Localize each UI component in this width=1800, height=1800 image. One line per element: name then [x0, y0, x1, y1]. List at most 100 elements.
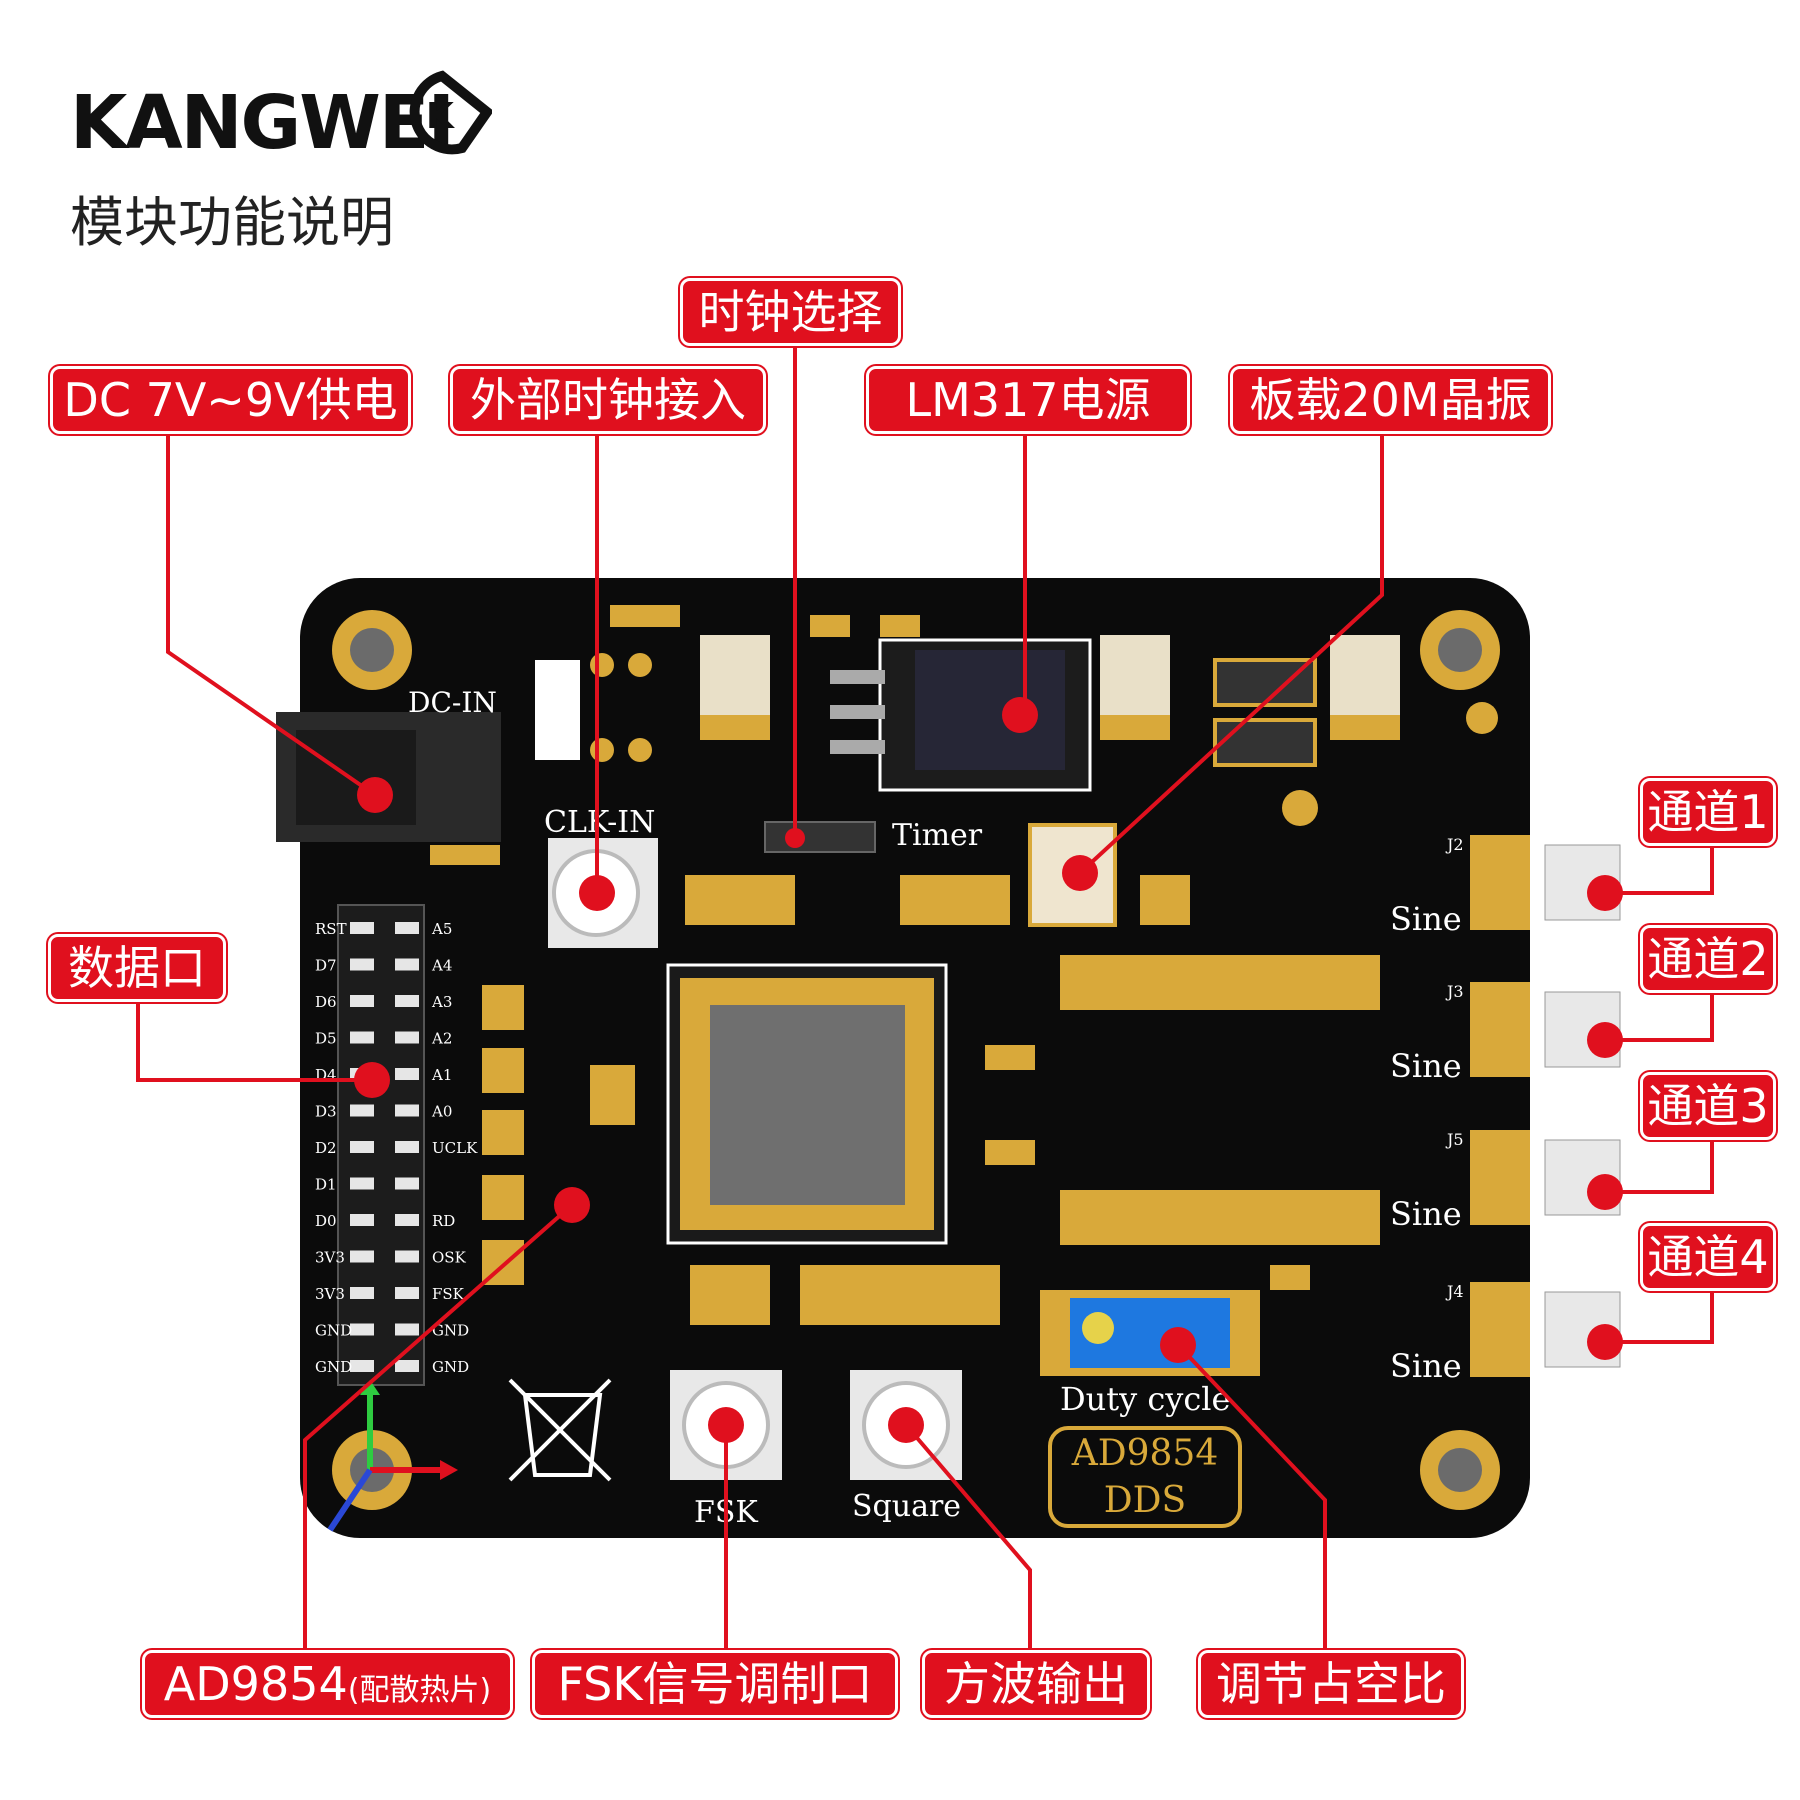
clock-select-jumper — [764, 821, 876, 853]
header-pin — [350, 995, 374, 1007]
sine-output-pad — [1470, 1130, 1530, 1225]
header-left-label: GND — [315, 1322, 352, 1340]
header-right-label: A2 — [431, 1030, 452, 1048]
connector-label: J5 — [1445, 1130, 1464, 1149]
header-left-label: RST — [315, 920, 347, 938]
silk-sine: Sine — [1390, 1347, 1462, 1385]
page-subtitle: 模块功能说明 — [70, 191, 394, 254]
header-pin — [350, 922, 374, 934]
header-left-label: D5 — [315, 1030, 337, 1048]
sine-output-pad — [1470, 982, 1530, 1077]
header-pin — [350, 958, 374, 971]
header-left-label: D6 — [315, 993, 337, 1011]
callout-channel-2: 通道2 — [1640, 925, 1776, 993]
header-pin — [395, 1068, 419, 1080]
capacitor-rows — [685, 875, 1380, 1325]
header-right-label: A4 — [431, 957, 452, 975]
callout-external-clock: 外部时钟接入 — [450, 366, 766, 434]
header-pin — [395, 1141, 419, 1153]
header-pin — [395, 1214, 419, 1226]
header-right-label: FSK — [432, 1285, 465, 1303]
header-left-label: D3 — [315, 1103, 337, 1121]
header-left-label: D1 — [315, 1176, 337, 1194]
mounting-holes — [332, 610, 1500, 1510]
brand-logo: KANGWEI — [70, 80, 455, 166]
callout-crystal: 板载20M晶振 — [1230, 366, 1551, 434]
header-pin — [395, 958, 419, 971]
callout-ad9854-main: AD9854 — [163, 1657, 348, 1711]
callout-fsk: FSK信号调制口 — [532, 1650, 898, 1718]
ad9854-chip — [666, 963, 948, 1245]
header-pin — [350, 1323, 374, 1336]
weee-bin-icon — [508, 1378, 612, 1482]
header-pin — [395, 995, 419, 1007]
header-left-label: GND — [315, 1358, 352, 1376]
chip-logo-line2: DDS — [1104, 1480, 1186, 1521]
header-right-label: A1 — [431, 1066, 452, 1084]
silk-sine: Sine — [1390, 1195, 1462, 1233]
header-left-label: D0 — [315, 1212, 337, 1230]
connector-label: J3 — [1445, 982, 1464, 1001]
header-right-label: OSK — [432, 1249, 467, 1267]
header-right-label: GND — [432, 1322, 469, 1340]
header-pin — [395, 922, 419, 934]
silk-square: Square — [852, 1489, 961, 1524]
header-pin — [350, 1214, 374, 1226]
header-pin — [350, 1360, 374, 1372]
header-left-label: D7 — [315, 957, 337, 975]
silk-clk-in: CLK-IN — [544, 805, 655, 840]
brand-text: KANGWEI — [70, 80, 455, 166]
header-left-label: 3V3 — [315, 1285, 345, 1303]
chip-logo-line1: AD9854 — [1071, 1433, 1218, 1474]
callout-channel-1: 通道1 — [1640, 778, 1776, 846]
callout-square-output: 方波输出 — [922, 1650, 1150, 1718]
header-right-label: A3 — [431, 993, 452, 1011]
top-components — [535, 605, 1498, 826]
header-pin — [350, 1250, 374, 1263]
header-pin — [395, 1104, 419, 1117]
header-right-label: A5 — [431, 920, 452, 938]
connector-label: J4 — [1445, 1282, 1464, 1301]
callout-dots — [354, 697, 1623, 1443]
header-right-label: A0 — [431, 1103, 452, 1121]
brand-mark-icon: K — [409, 70, 492, 155]
header-left-label: 3V3 — [315, 1249, 345, 1267]
callout-lines — [136, 310, 1714, 1660]
callout-ad9854-note: (配散热片) — [347, 1673, 492, 1708]
axis-arrows-icon — [327, 1380, 458, 1532]
header-pin — [350, 1141, 374, 1153]
header-pin — [395, 1287, 419, 1299]
sine-output-pad — [1470, 1282, 1530, 1377]
resistor-networks — [482, 985, 635, 1285]
callout-ad9854: AD9854(配散热片) — [142, 1650, 513, 1718]
silk-timer: Timer — [892, 818, 983, 853]
header-left-label: D2 — [315, 1139, 337, 1157]
square-connector — [850, 1370, 962, 1480]
callout-channel-3: 通道3 — [1640, 1072, 1776, 1140]
duty-cycle-potentiometer — [1040, 1290, 1260, 1376]
header-pin — [350, 1287, 374, 1299]
callout-clock-select: 时钟选择 — [680, 278, 901, 346]
header-right-label: UCLK — [432, 1139, 478, 1157]
header-pin — [350, 1177, 374, 1190]
callout-data-port: 数据口 — [48, 934, 226, 1002]
header-pin — [350, 1031, 374, 1044]
brand-mark-letter: K — [426, 96, 455, 137]
callout-power: DC 7V~9V供电 — [50, 366, 411, 434]
silk-sine: Sine — [1390, 1047, 1462, 1085]
callout-lm317: LM317电源 — [866, 366, 1190, 434]
header-pin — [395, 1250, 419, 1263]
data-header-pins — [337, 904, 425, 1386]
connector-label: J2 — [1445, 835, 1464, 854]
header-pin — [395, 1031, 419, 1044]
callout-channel-4: 通道4 — [1640, 1223, 1776, 1291]
silk-duty-cycle: Duty cycle — [1060, 1380, 1230, 1418]
header-right-label: RD — [432, 1212, 455, 1230]
silk-dc-in: DC-IN — [408, 686, 497, 719]
chip-logo-box — [1048, 1426, 1242, 1528]
